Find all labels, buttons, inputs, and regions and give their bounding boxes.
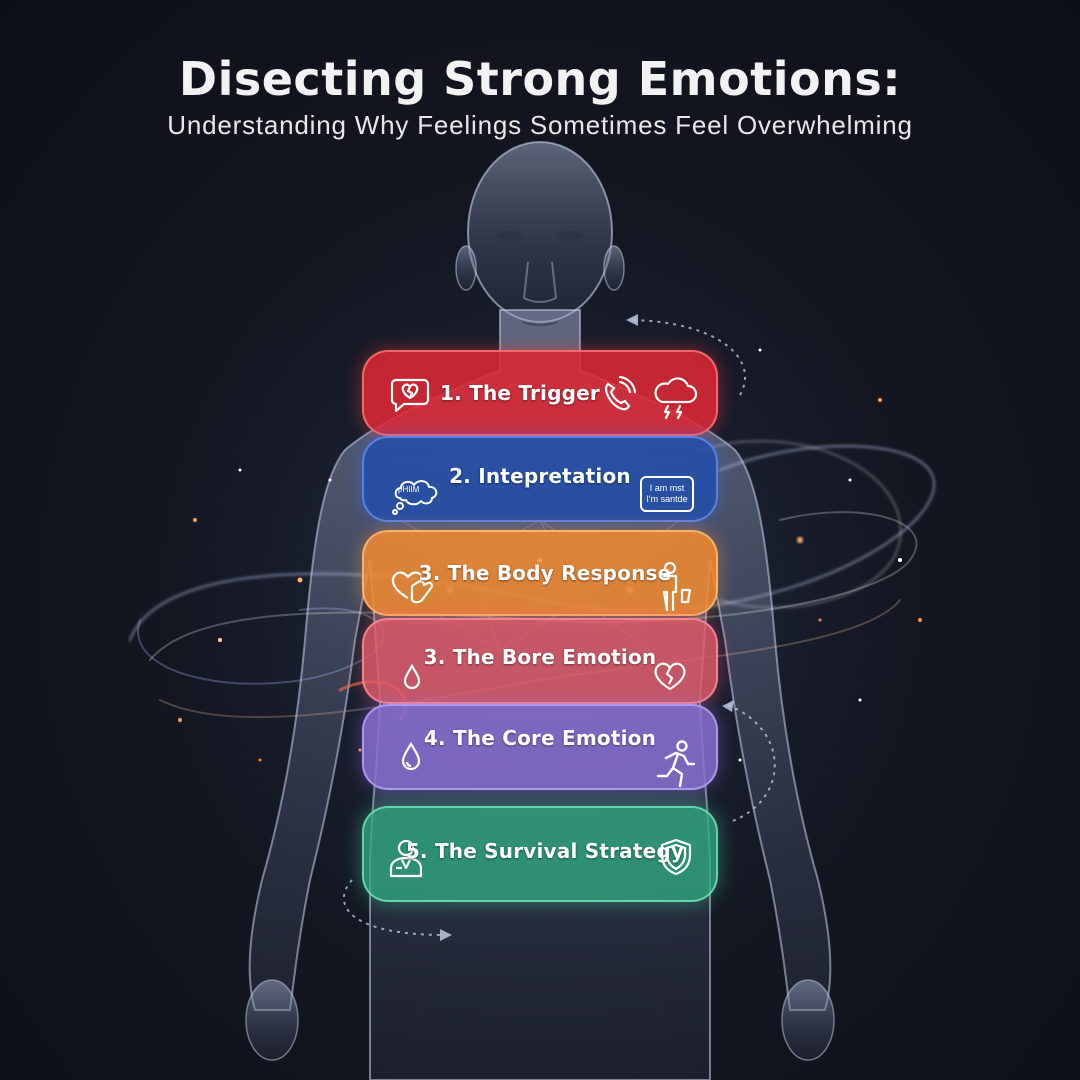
page-title: Disecting Strong Emotions:	[178, 52, 902, 106]
layer-label: 2. Intepretation	[449, 464, 631, 488]
layer-label: 4. The Core Emotion	[423, 726, 657, 750]
layer-label: 5. The Survival Strategy	[405, 839, 685, 863]
storm-cloud-icon	[650, 374, 698, 420]
layer-label: 3. The Bore Emotion	[423, 645, 657, 669]
drop-icon	[402, 664, 422, 690]
page-subtitle: Understanding Why Feelings Sometimes Fee…	[167, 110, 913, 140]
arrow-heads	[440, 314, 734, 941]
running-person-icon	[656, 740, 696, 790]
layer-core-emotion: 4. The Core Emotion	[362, 704, 718, 790]
thought-bubble-icon	[392, 476, 442, 516]
layer-trigger: 1. The Trigger	[362, 350, 718, 436]
thought-bubble-text: ƿHIIM	[398, 485, 420, 494]
layer-survival-strategy: 5. The Survival Strategy	[362, 806, 718, 902]
person-badge-icon	[388, 838, 424, 878]
shield-icon	[660, 838, 692, 876]
broken-heart-speech-icon	[390, 376, 430, 414]
layer-label: 1. The Trigger	[440, 381, 600, 405]
broken-heart-icon	[652, 660, 688, 692]
flow-arrows	[342, 319, 776, 936]
speech-bubble-line: I'm santde	[646, 494, 688, 504]
layer-label: 3. The Body Response	[418, 561, 672, 585]
heart-hands-icon	[388, 566, 434, 606]
layer-bore-emotion: 3. The Bore Emotion	[362, 618, 718, 704]
phone-ringing-icon	[600, 376, 636, 414]
person-icon	[658, 562, 694, 612]
layer-interpretation: 2. Intepretation	[362, 436, 718, 522]
layer-body-response: 3. The Body Response	[362, 530, 718, 616]
speech-bubble-icon: I am mst I'm santde	[640, 476, 694, 512]
drop-icon	[400, 742, 422, 772]
speech-bubble-line: I am mst	[649, 483, 685, 493]
